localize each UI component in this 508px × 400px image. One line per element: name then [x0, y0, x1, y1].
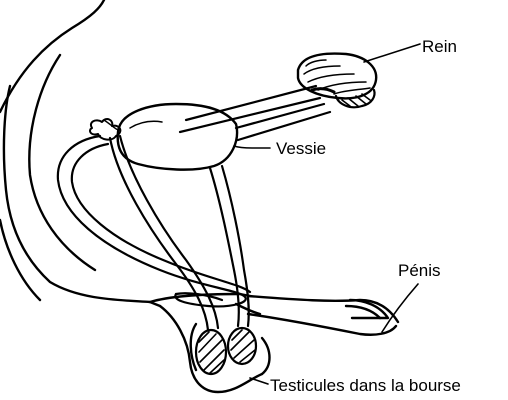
label-penis: Pénis: [398, 261, 441, 280]
leader-lines: [233, 43, 421, 385]
body-outline: [0, 0, 252, 308]
label-bladder: Vessie: [276, 139, 326, 158]
ducts: [56, 118, 252, 332]
label-kidney: Rein: [422, 37, 457, 56]
kidney: [296, 52, 378, 109]
testicles: [194, 326, 258, 376]
ureter: [178, 84, 332, 142]
scrotum: [158, 304, 271, 394]
penis: [234, 294, 400, 336]
label-testicles: Testicules dans la bourse: [270, 376, 461, 395]
bladder: [116, 102, 239, 171]
